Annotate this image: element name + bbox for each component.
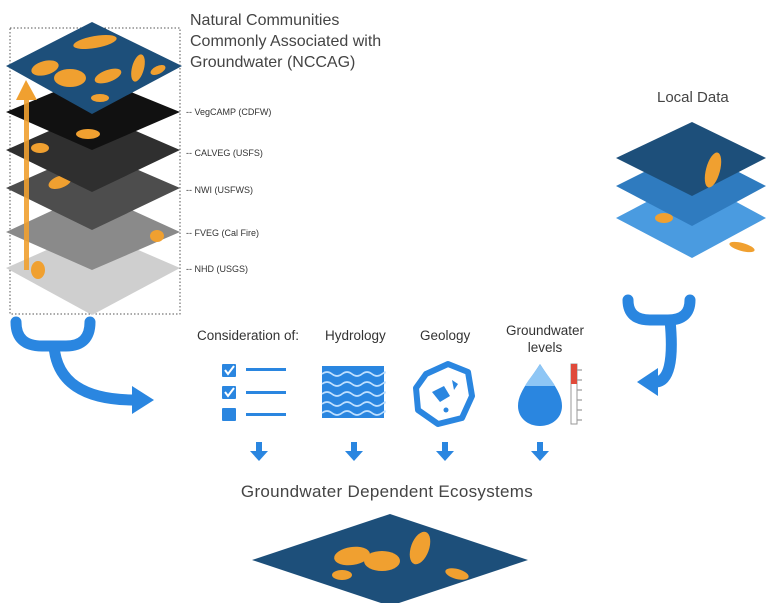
- nccag-patch: [31, 60, 59, 76]
- down-arrow-icon: [436, 442, 454, 461]
- layer-label-nhd: -- NHD (USGS): [186, 264, 248, 274]
- local-patch: [729, 241, 755, 253]
- water-waves-icon: [321, 366, 386, 418]
- down-arrow-icon: [531, 442, 549, 461]
- geology-label: Geology: [420, 328, 471, 343]
- right-merge-arrow: [622, 294, 696, 388]
- right-merge-arrowhead: [637, 368, 658, 396]
- nccag-patch: [131, 54, 145, 82]
- nhd-patch: [31, 261, 45, 279]
- checklist-icon: [222, 364, 286, 421]
- calveg-patch: [31, 143, 49, 153]
- nccag-patch: [150, 65, 166, 75]
- nccag-patch: [94, 68, 122, 84]
- layer-label-fveg: -- FVEG (Cal Fire): [186, 228, 260, 238]
- consideration-label: Consideration of:: [197, 328, 300, 343]
- nccag-patch: [54, 69, 86, 87]
- nccag-patch: [91, 94, 109, 102]
- stack-arrow-shaft: [24, 98, 29, 270]
- layer-nhd: [6, 230, 180, 315]
- gde-layer: [252, 514, 528, 603]
- nccag-patch: [73, 34, 117, 50]
- nccag-title-line2: Commonly Associated with: [190, 33, 382, 50]
- local-patch: [655, 213, 673, 223]
- layer-label-nwi: -- NWI (USFWS): [186, 185, 253, 195]
- down-arrow-icon: [345, 442, 363, 461]
- vegcamp-patch: [76, 129, 100, 139]
- local-data-title: Local Data: [657, 89, 729, 106]
- nccag-title: Natural Communities Commonly Associated …: [190, 10, 430, 73]
- down-arrow-icon: [250, 442, 268, 461]
- left-merge-arrowhead: [132, 386, 154, 414]
- layer-stack: [6, 22, 182, 315]
- nccag-title-line1: Natural Communities: [190, 12, 340, 29]
- nccag-title-line3: Groundwater (NCCAG): [190, 54, 356, 71]
- left-merge-arrow: [10, 316, 141, 406]
- local-data-stack: [616, 122, 766, 258]
- groundwater-levels-label: Groundwater levels: [505, 323, 585, 355]
- local-patch: [704, 152, 722, 188]
- local-layer-top: [616, 122, 766, 196]
- down-arrows: [250, 442, 549, 461]
- layer-fveg: [6, 192, 180, 270]
- fveg-patch: [150, 230, 164, 242]
- layer-nccag: [6, 22, 182, 114]
- layer-label-vegcamp: -- VegCAMP (CDFW): [186, 107, 272, 117]
- water-drop-gauge-icon: [518, 363, 582, 426]
- hydrology-label: Hydrology: [325, 328, 386, 343]
- layer-label-calveg: -- CALVEG (USFS): [186, 148, 263, 158]
- layer-calveg: [6, 112, 180, 192]
- stack-arrow-head: [16, 80, 37, 100]
- rock-icon: [413, 361, 475, 427]
- gde-title: Groundwater Dependent Ecosystems: [240, 482, 534, 501]
